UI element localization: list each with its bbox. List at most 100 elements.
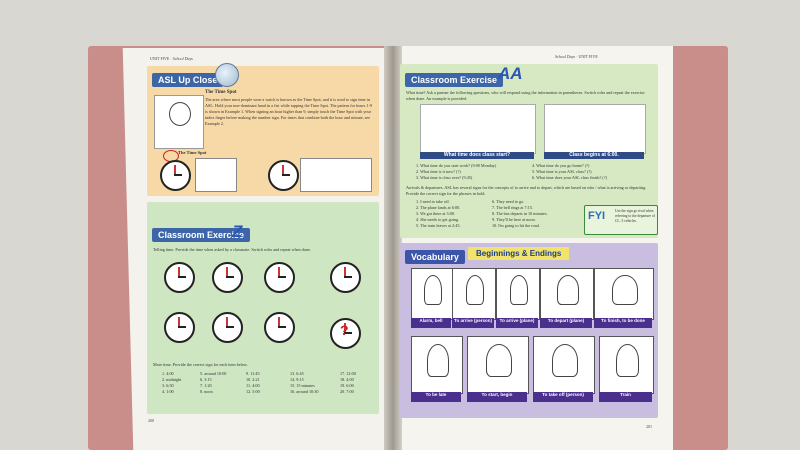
right-header: School Days · UNIT FIVE <box>555 54 598 59</box>
left-page-number: 200 <box>148 418 154 423</box>
exercise-z-title: Classroom Exercise <box>152 228 251 242</box>
sign-arrive-plane <box>496 268 540 320</box>
vocab-caption: To be late <box>411 392 461 402</box>
phrase-item: 6. They need to go. <box>492 199 525 204</box>
example-clock-2 <box>268 160 299 191</box>
signer-figure-icon <box>486 343 512 377</box>
sign-late <box>411 336 463 394</box>
phrase-item: 10. I'm going to hit the road. <box>492 223 540 228</box>
time-item: 12. 5:00 <box>246 389 260 394</box>
vocabulary-title: Vocabulary <box>405 250 465 264</box>
vocab-caption: Train <box>599 392 652 402</box>
signer-head-icon <box>169 102 191 126</box>
question-item: 4. What time do you go home? (?) <box>532 163 590 168</box>
time-item: 16. around 10:30 <box>290 389 319 394</box>
phrase-item: 3. We got there at 3:00. <box>416 211 456 216</box>
sign-start <box>467 336 529 394</box>
time-item: 15. 15 minutes <box>290 383 315 388</box>
fyi-label: FYI <box>588 210 606 222</box>
sign-finish <box>594 268 654 320</box>
time-item: 10. 2:21 <box>246 377 260 382</box>
question-item: 2. What time is it now? (?) <box>416 169 461 174</box>
vocab-caption: To arrive (person) <box>452 318 494 328</box>
time-item: 19. 6:00 <box>340 383 354 388</box>
exercise-z-letter: Z <box>232 222 243 241</box>
magnifier-icon <box>215 63 239 87</box>
time-item: 13. 6:45 <box>290 371 304 376</box>
clock-4 <box>330 262 361 293</box>
fyi-text: Use the sign go rival when referring to … <box>615 209 655 223</box>
left-header-section: School Days <box>172 56 193 61</box>
vocab-caption: To take off (person) <box>533 392 593 402</box>
signer-figure-icon <box>556 275 580 305</box>
caption-question: What time does class start? <box>420 152 534 159</box>
clock-6 <box>212 312 243 343</box>
question-item: 1. What time do you start work? (9:00 Mo… <box>416 163 497 168</box>
exercise-aa-title: Classroom Exercise <box>405 73 504 87</box>
clock-8-question <box>330 318 361 349</box>
time-spot-body: The area where most people wear a watch … <box>205 97 373 126</box>
question-mark-icon: ? <box>340 322 349 338</box>
exercise-aa-letter: AA <box>498 64 523 83</box>
time-item: 8. noon <box>200 389 213 394</box>
signer-figure-icon <box>552 343 578 377</box>
phrase-item: 5. The train leaves at 2:45. <box>416 223 461 228</box>
questions-left: 1. What time do you start work? (9:00 Mo… <box>416 163 496 181</box>
time-list-col-4: 13. 6:45 14. 9:15 15. 15 minutes 16. aro… <box>290 371 319 395</box>
time-item: 11. 4:00 <box>246 383 260 388</box>
signer-figure-icon <box>465 275 485 305</box>
clock-1 <box>164 262 195 293</box>
sign-arrive-person <box>452 268 496 320</box>
time-item: 4. 1:00 <box>162 389 174 394</box>
exercise-aa-instruction-1: What time? Ask a partner the following q… <box>406 90 645 101</box>
right-page-number: 201 <box>646 424 652 429</box>
phrases-right: 6. They need to go. 7. The bell rings at… <box>492 199 548 229</box>
question-item: 5. What time is your ASL class? (?) <box>532 169 592 174</box>
example-sign-2 <box>300 158 372 192</box>
time-item: 18. 4:00 <box>340 377 354 382</box>
time-list-col-2: 5. around 10:00 6. 3:15 7. 1:20 8. noon <box>200 371 226 395</box>
phrases-left: 1. I need to take off. 2. The plane land… <box>416 199 460 229</box>
right-header-unit: UNIT FIVE <box>578 54 598 59</box>
vocab-caption: To arrive (plane) <box>496 318 538 328</box>
time-list-col-3: 9. 11:45 10. 2:21 11. 4:00 12. 5:00 <box>246 371 260 395</box>
sign-train <box>599 336 654 394</box>
phrase-item: 8. The bus departs in 10 minutes. <box>492 211 548 216</box>
time-spot-subtitle: The Time Spot <box>205 90 237 95</box>
vocab-caption: Alarm, bell <box>411 318 451 328</box>
sign-take-off <box>533 336 595 394</box>
questions-right: 4. What time do you go home? (?) 5. What… <box>532 163 607 181</box>
time-item: 6. 3:15 <box>200 377 212 382</box>
exercise-z-instruction-2: More time. Provide the correct sign for … <box>153 362 248 367</box>
time-item: 17. 12:00 <box>340 371 356 376</box>
exercise-z-instruction-1: Telling time. Provide the time when aske… <box>153 247 311 252</box>
signer-figure-icon <box>509 275 529 305</box>
clock-3 <box>264 262 295 293</box>
signer-figure-icon <box>427 343 449 377</box>
question-item: 3. What time is class over? (9:45) <box>416 175 473 180</box>
time-spot-label: The Time Spot <box>178 150 207 155</box>
exercise-aa-instruction-2: Arrivals & departures. ASL has several s… <box>406 185 647 196</box>
clock-2 <box>212 262 243 293</box>
signer-figure-icon <box>424 275 442 305</box>
clock-5 <box>164 312 195 343</box>
right-header-section: School Days <box>555 54 576 59</box>
sign-alarm-bell <box>411 268 453 320</box>
time-item: 1. 4:00 <box>162 371 174 376</box>
fyi-box: FYI Use the sign go rival when referring… <box>584 205 658 235</box>
example-sign-1 <box>195 158 237 192</box>
left-header: UNIT FIVE · School Days <box>150 56 193 61</box>
clock-7 <box>264 312 295 343</box>
signer-figure-icon <box>612 275 638 305</box>
phrase-item: 7. The bell rings at 7:15. <box>492 205 533 210</box>
vocab-caption: To depart (plane) <box>540 318 592 328</box>
sign-depart-plane <box>540 268 594 320</box>
book-gutter <box>384 46 402 450</box>
example-clock-1 <box>160 160 191 191</box>
signer-figure-icon <box>615 343 640 377</box>
time-item: 7. 1:20 <box>200 383 212 388</box>
time-item: 14. 9:15 <box>290 377 304 382</box>
vocab-caption: To start, begin <box>467 392 527 402</box>
time-item: 20. 7:00 <box>340 389 354 394</box>
time-item: 3. 6:50 <box>162 383 174 388</box>
